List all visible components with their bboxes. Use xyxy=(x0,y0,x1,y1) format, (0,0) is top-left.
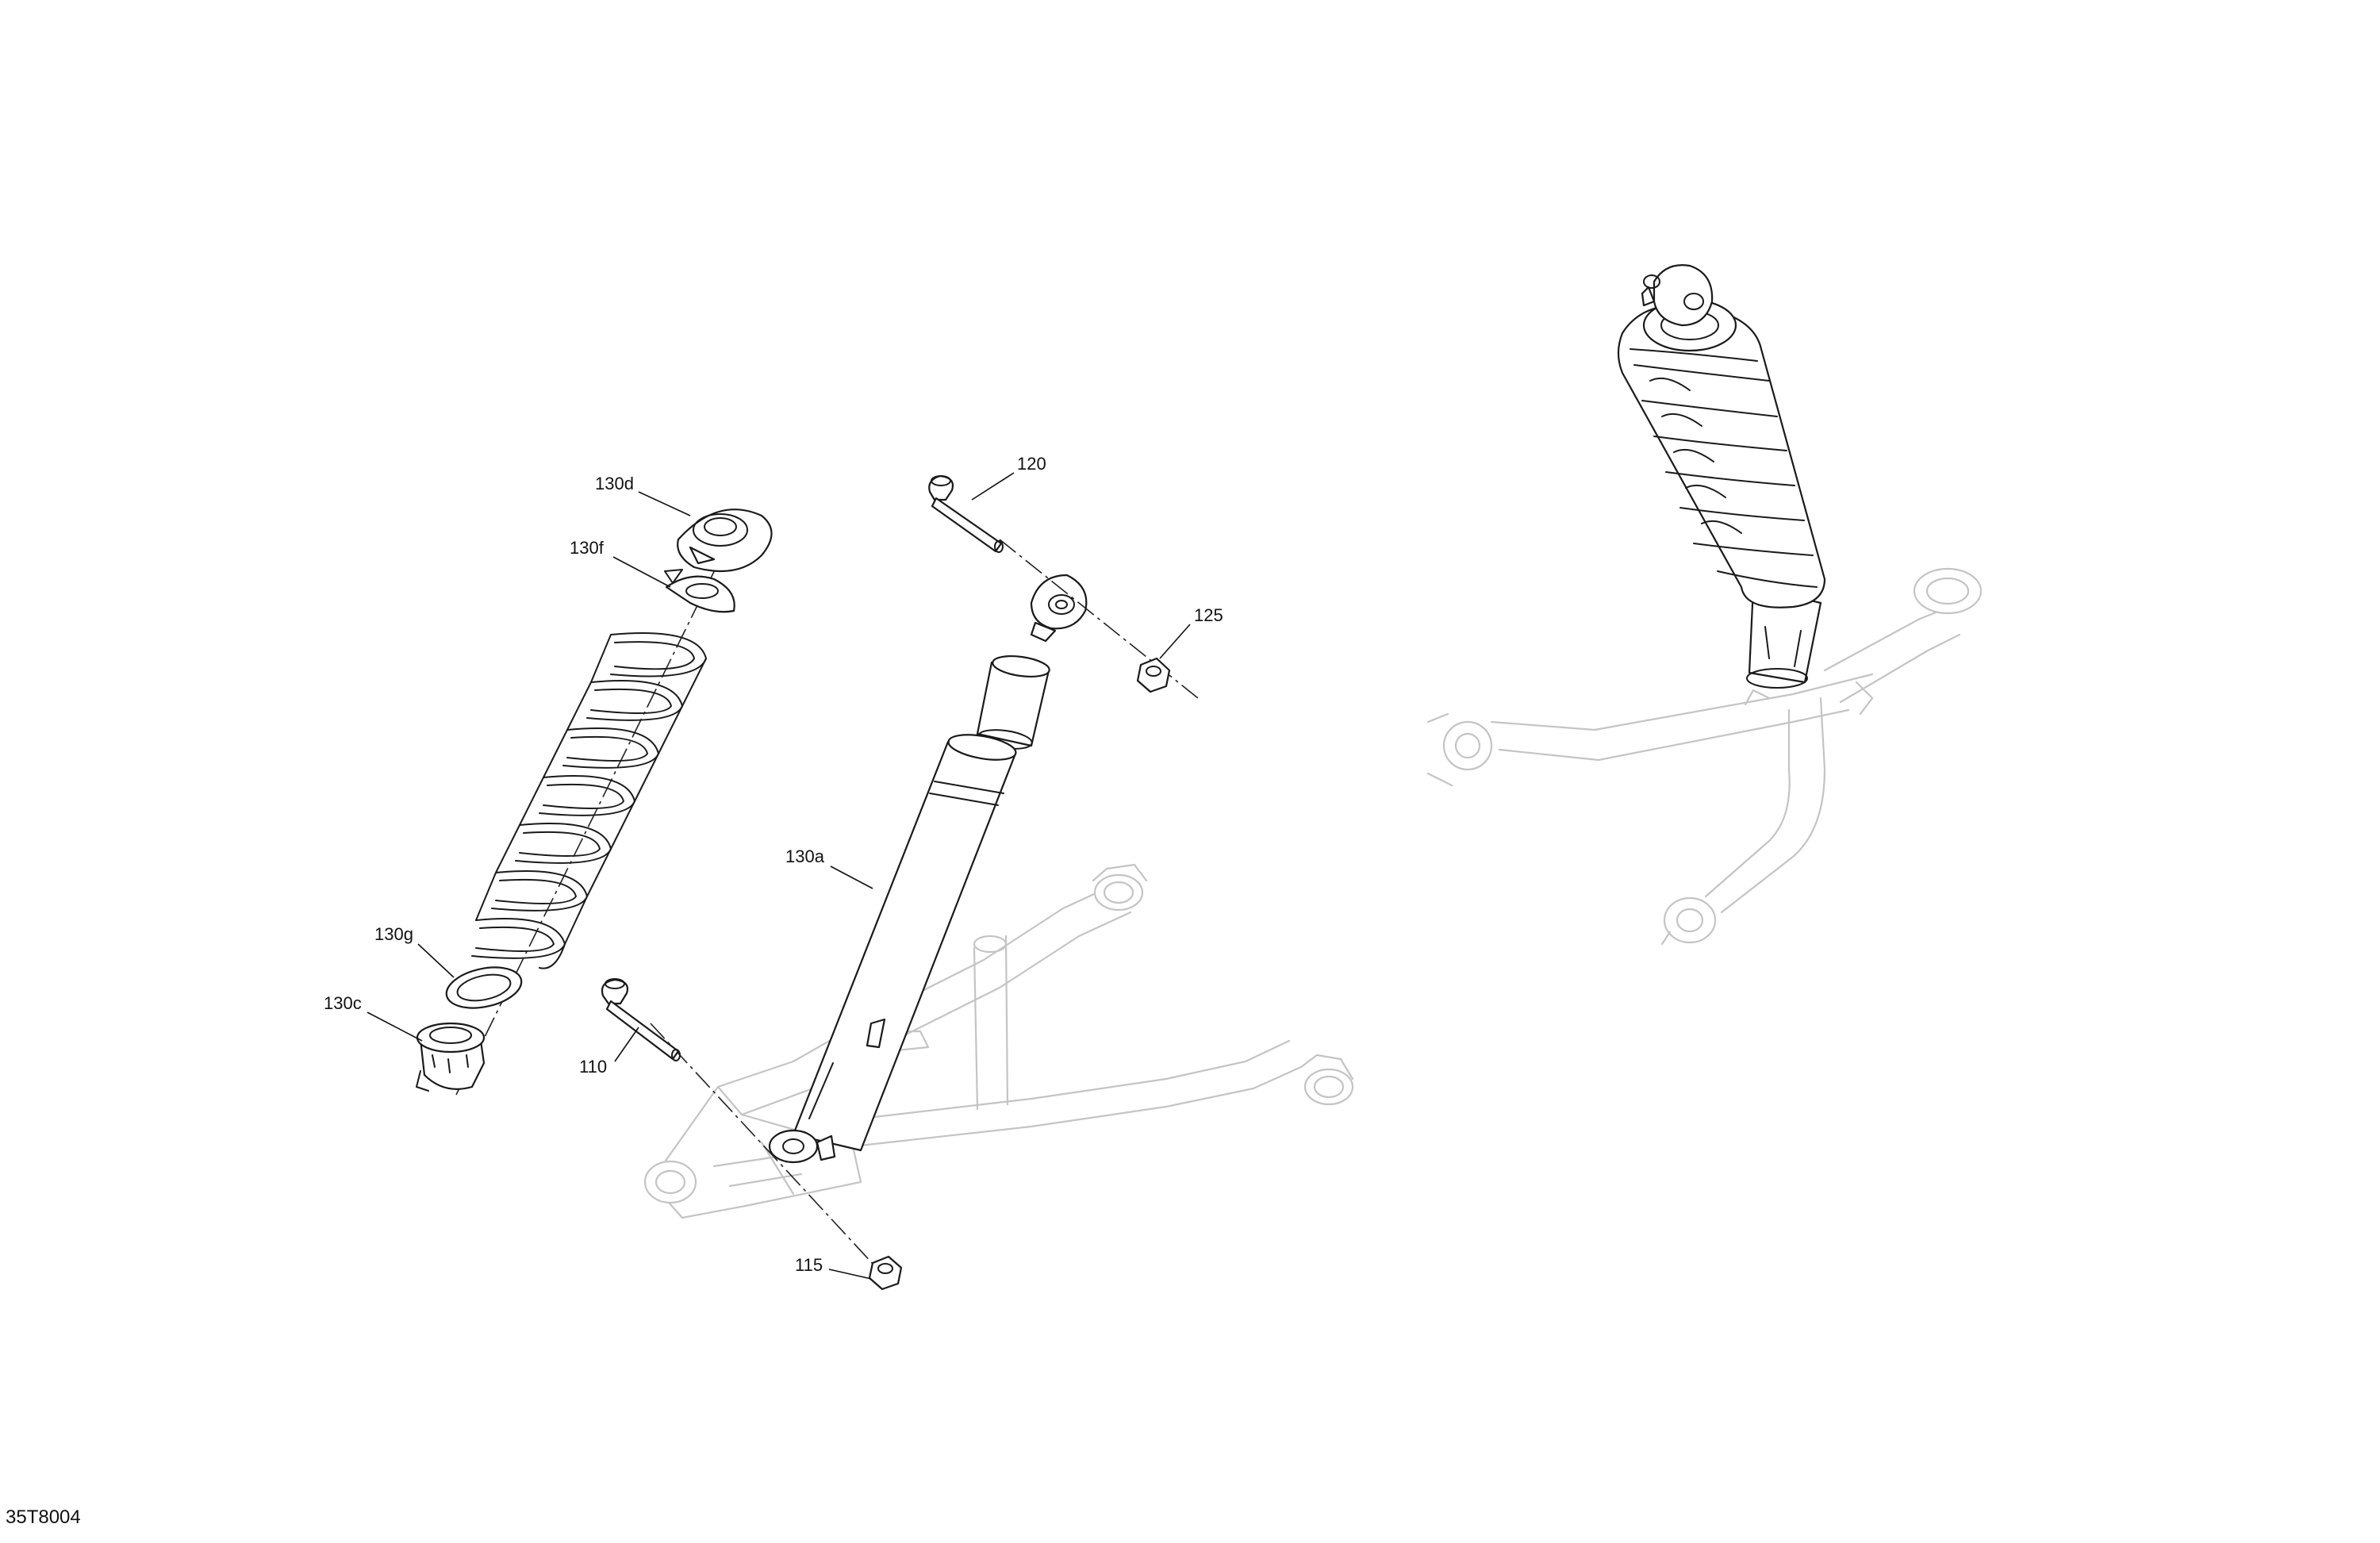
callout-120: 120 xyxy=(1017,454,1046,474)
leader-110 xyxy=(614,1027,639,1062)
a-arm-left-ghost xyxy=(643,863,1354,1219)
callout-130c: 130c xyxy=(324,993,362,1013)
leader-130f xyxy=(612,556,671,588)
callout-130d: 130d xyxy=(595,474,634,493)
callout-125: 125 xyxy=(1194,605,1223,625)
a-arm-right-ghost xyxy=(1426,567,1983,946)
upper-spring-retainer-130d xyxy=(677,509,773,573)
spring-washer-130g xyxy=(445,966,523,1009)
leader-125 xyxy=(1159,624,1191,659)
spring-centerline xyxy=(455,539,731,1096)
leader-115 xyxy=(828,1269,872,1280)
nut-115 xyxy=(868,1255,903,1291)
callout-130a: 130a xyxy=(785,846,825,866)
lower-spring-adjuster-130c xyxy=(416,1022,486,1092)
callout-130g: 130g xyxy=(374,924,413,944)
leader-130c xyxy=(367,1011,423,1042)
coil-spring xyxy=(471,632,707,969)
spring-clip-130f xyxy=(664,569,735,613)
callout-110: 110 xyxy=(579,1057,607,1077)
leader-120 xyxy=(971,472,1015,501)
leader-130a xyxy=(830,866,873,889)
document-number: 35T8004 xyxy=(6,1507,81,1528)
assembled-shock-spring xyxy=(1617,264,1826,689)
bolt-110 xyxy=(601,978,681,1061)
assembled-view-right xyxy=(1426,264,1983,946)
shock-absorber-130a xyxy=(768,574,1088,1164)
leader-130g xyxy=(417,943,455,978)
coil-spring-group xyxy=(416,509,773,1096)
callout-130f: 130f xyxy=(570,538,605,558)
hardware-group xyxy=(601,474,1199,1291)
bolt-120 xyxy=(928,474,1004,553)
nut-125 xyxy=(1136,657,1171,693)
callouts: 130d 130f 120 125 130a 130g 130c 110 115 xyxy=(324,454,1223,1280)
callout-115: 115 xyxy=(795,1255,823,1275)
leader-130d xyxy=(638,491,691,516)
